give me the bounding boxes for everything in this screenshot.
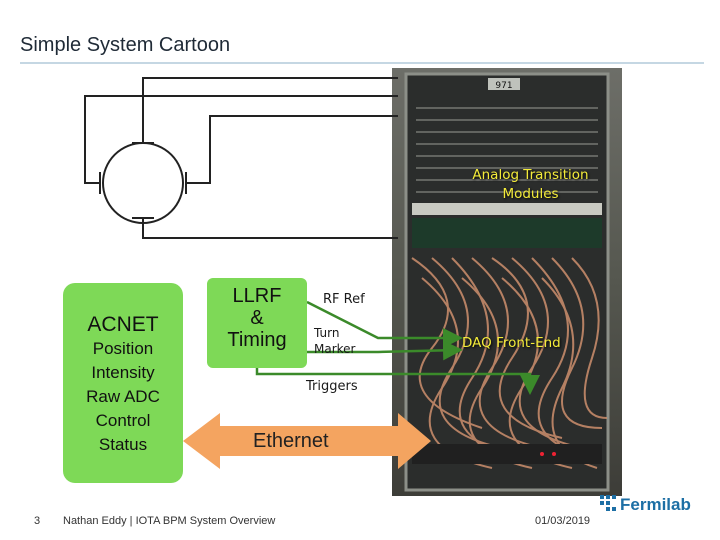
- rf-ref-label: RF Ref: [323, 292, 365, 307]
- ethernet-arrow: [183, 413, 431, 469]
- turn-marker-label: Turn Marker: [314, 325, 355, 357]
- triggers-label: Triggers: [306, 379, 358, 394]
- acnet-item-status: Status: [98, 435, 148, 454]
- footer-date: 01/03/2019: [535, 515, 591, 527]
- llrf-timing-box: LLRF & Timing: [207, 278, 307, 368]
- acnet-box: ACNET Position Intensity Raw ADC Control…: [63, 283, 183, 483]
- acnet-item-position: Position: [92, 339, 154, 358]
- llrf-line-3: Timing: [227, 329, 287, 351]
- rack-photo: 971: [392, 68, 622, 496]
- fermilab-wordmark: Fermilab: [620, 495, 691, 514]
- turn-marker-line-1: Turn: [314, 326, 340, 340]
- title-divider: [20, 62, 704, 64]
- bpm-pickup: [99, 142, 187, 224]
- analog-transition-line-2: Modules: [502, 186, 559, 202]
- fermilab-icon: [600, 495, 616, 511]
- footer-caption: Nathan Eddy | IOTA BPM System Overview: [63, 515, 276, 527]
- page-number: 3: [34, 515, 41, 527]
- triggers-arrow: [255, 368, 540, 395]
- llrf-line-2: &: [250, 307, 264, 329]
- acnet-title: ACNET: [87, 313, 159, 336]
- bpm-cables: [84, 77, 398, 239]
- turn-marker-line-2: Marker: [314, 342, 356, 356]
- turn-marker-arrow: [307, 340, 463, 361]
- acnet-item-control: Control: [95, 411, 151, 430]
- daq-front-end-label: DAQ Front-End: [462, 335, 561, 351]
- analog-transition-line-1: Analog Transition: [472, 167, 589, 183]
- acnet-item-raw-adc: Raw ADC: [86, 387, 160, 406]
- rf-ref-arrow: [306, 300, 463, 348]
- llrf-line-1: LLRF: [232, 285, 282, 307]
- fermilab-logo: Fermilab: [600, 495, 691, 514]
- page-title: Simple System Cartoon: [20, 34, 231, 56]
- ethernet-label: Ethernet: [253, 430, 329, 452]
- acnet-item-intensity: Intensity: [91, 363, 155, 382]
- analog-transition-label: Analog Transition Modules: [448, 166, 613, 204]
- rack-number: 971: [495, 81, 512, 91]
